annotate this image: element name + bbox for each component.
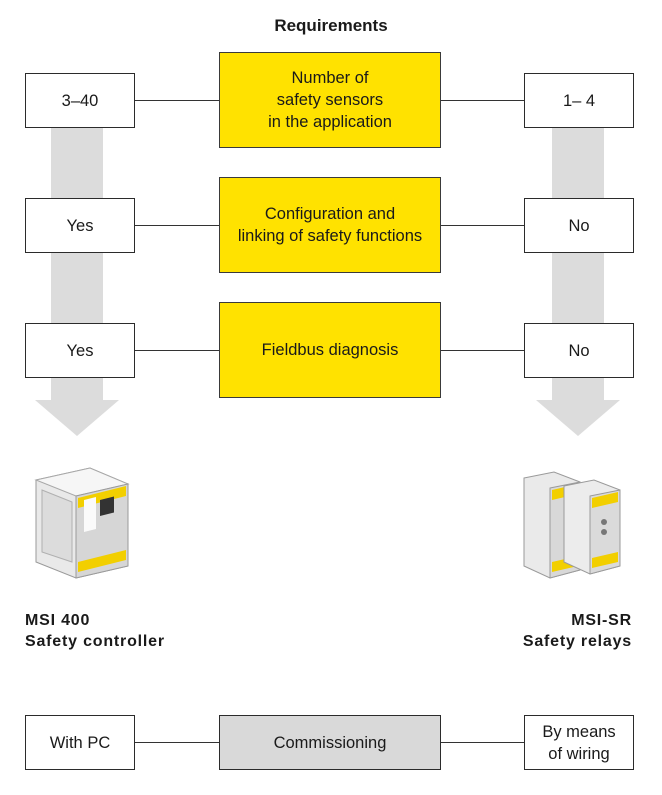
connector-line xyxy=(440,100,524,101)
connector-line xyxy=(134,350,220,351)
connector-line xyxy=(440,742,524,743)
row-2-left-value: Yes xyxy=(25,198,135,253)
row-3-left-value: Yes xyxy=(25,323,135,378)
connector-line xyxy=(440,350,524,351)
safety-controller-image xyxy=(34,467,130,579)
connector-line xyxy=(134,100,220,101)
connector-line xyxy=(440,225,524,226)
requirement-label: Configuration and linking of safety func… xyxy=(237,205,423,245)
row-2-right-value: No xyxy=(524,198,634,253)
commissioning-left-value: With PC xyxy=(25,715,135,770)
connector-line xyxy=(134,742,220,743)
left-product-name: MSI 400 xyxy=(25,612,91,629)
commissioning-box: Commissioning xyxy=(219,715,441,770)
right-product-desc: Safety relays xyxy=(522,633,632,650)
requirement-fieldbus: Fieldbus diagnosis xyxy=(219,302,441,398)
requirement-label: Number of safety sensors in the applicat… xyxy=(268,69,392,131)
requirement-label: Fieldbus diagnosis xyxy=(261,341,399,359)
right-product-name: MSI-SR xyxy=(571,612,632,629)
commissioning-right-value: By means of wiring xyxy=(524,715,634,770)
diagram-title: Requirements xyxy=(274,16,388,35)
row-3-right-value: No xyxy=(524,323,634,378)
left-product-desc: Safety controller xyxy=(25,633,165,650)
requirement-sensor-count: Number of safety sensors in the applicat… xyxy=(219,52,441,148)
row-1-left-value: 3–40 xyxy=(25,73,135,128)
right-arrow-head xyxy=(536,400,620,436)
left-arrow-head xyxy=(35,400,119,436)
connector-line xyxy=(134,225,220,226)
requirement-configuration: Configuration and linking of safety func… xyxy=(219,177,441,273)
safety-relays-image xyxy=(523,471,621,579)
row-1-right-value: 1– 4 xyxy=(524,73,634,128)
